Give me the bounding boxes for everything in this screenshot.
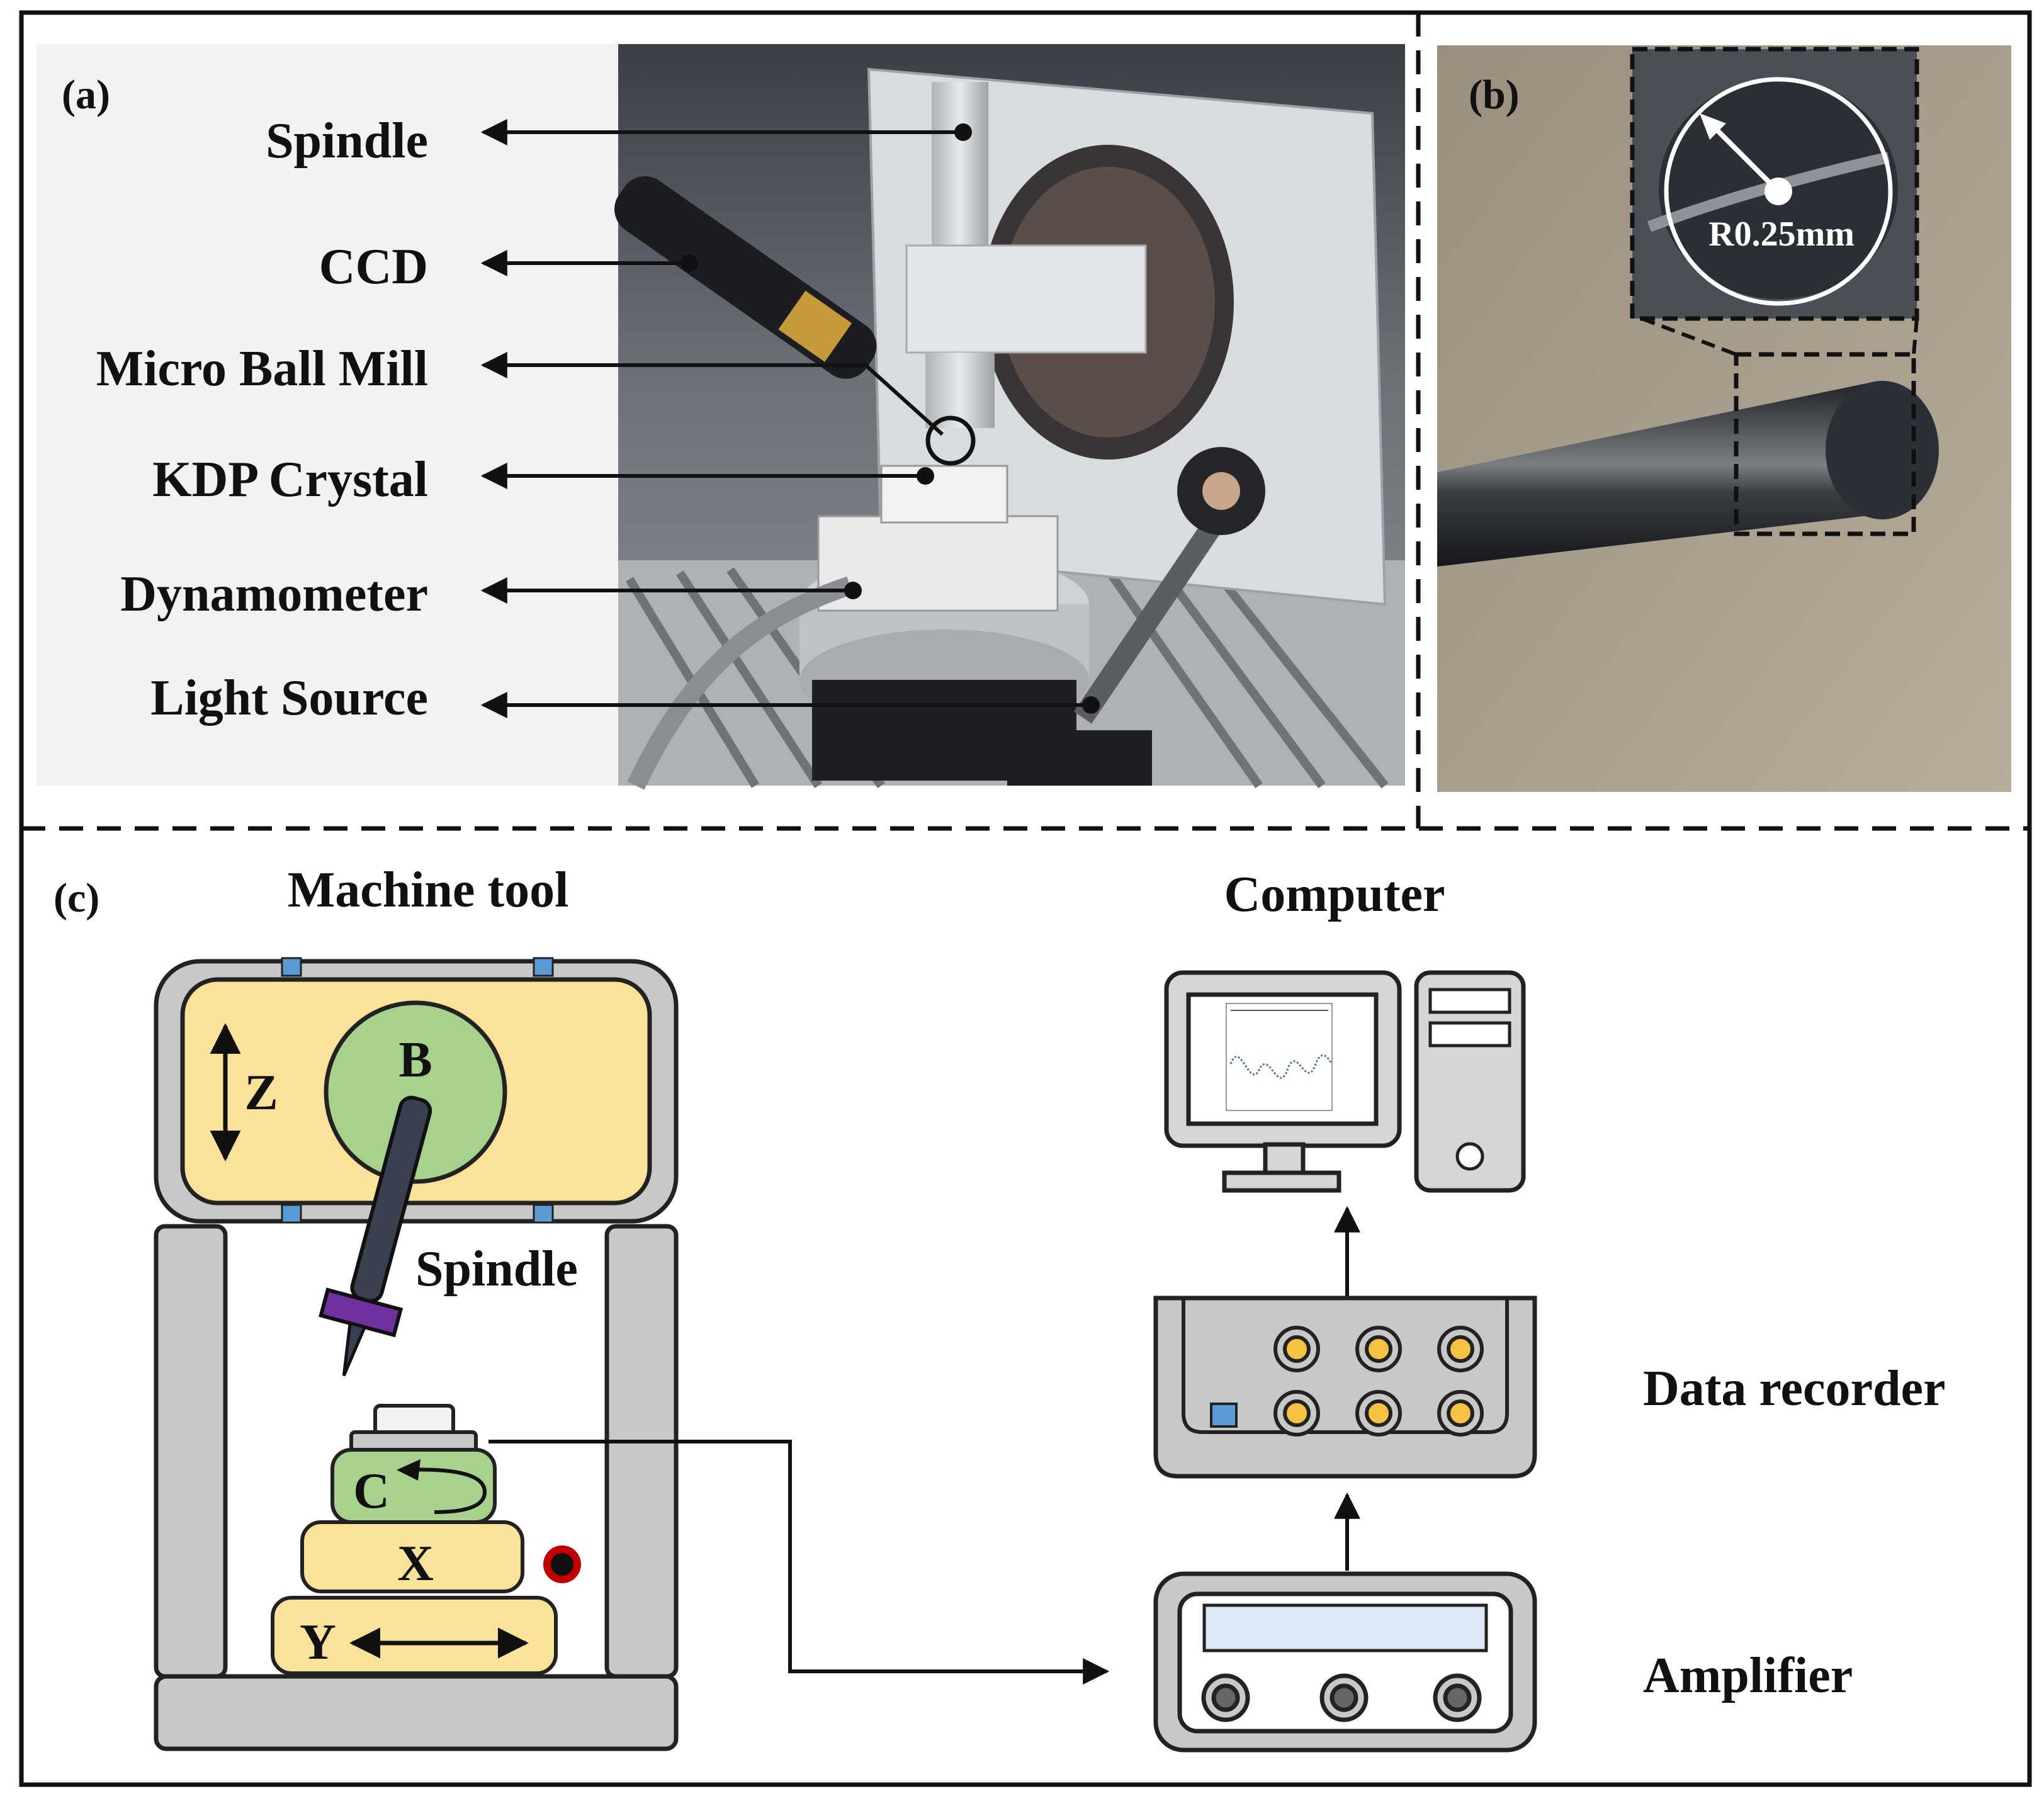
- computer-title: Computer: [1224, 867, 1445, 922]
- axis-y-label: Y: [300, 1615, 336, 1670]
- axis-b-label: B: [398, 1032, 432, 1088]
- panel-b: R0.25mm (b): [1437, 45, 2011, 792]
- zoom-region-box: [1734, 352, 1916, 536]
- panel-a-label: (a): [62, 72, 110, 118]
- panel-a: (a) Spindle CCD Micro Ball Mill KDP Crys…: [37, 44, 1405, 790]
- axis-c-label: C: [353, 1464, 390, 1519]
- axis-z-label: Z: [244, 1065, 278, 1121]
- callout-light-source: Light Source: [150, 670, 428, 726]
- machine-tool-title: Machine tool: [288, 862, 569, 918]
- micro-ball-mill-highlight: [925, 415, 976, 466]
- screen-plot: [1226, 1003, 1333, 1111]
- callout-dynamometer: Dynamometer: [120, 567, 428, 622]
- recorder-knobs: [1273, 1326, 1484, 1437]
- panel-c-label: (c): [54, 875, 99, 921]
- callout-ccd: CCD: [319, 239, 428, 295]
- computer-diagram: [1164, 970, 1526, 1193]
- signal-line: [488, 1440, 1110, 1685]
- panel-c: (c) Machine tool Computer Z B: [54, 862, 1946, 1753]
- tool-radius-label: R0.25mm: [1708, 215, 1855, 254]
- c-axis-rotation-arrow: [402, 1467, 487, 1514]
- spindle-label: Spindle: [415, 1241, 578, 1297]
- amplifier-label: Amplifier: [1643, 1648, 1853, 1703]
- amplifier-diagram: [1153, 1571, 1537, 1753]
- spindle-tool: [319, 1095, 432, 1377]
- callout-kdp-crystal: KDP Crystal: [152, 452, 428, 507]
- panel-b-label: (b): [1469, 72, 1520, 118]
- radius-arrow: [1707, 120, 1780, 193]
- data-recorder-label: Data recorder: [1643, 1361, 1946, 1416]
- data-recorder-diagram: [1153, 1296, 1537, 1479]
- axis-x-label: X: [397, 1536, 434, 1591]
- outer-frame: [19, 10, 2032, 1787]
- callout-micro-ball-mill: Micro Ball Mill: [96, 341, 428, 397]
- callout-spindle: Spindle: [266, 113, 428, 169]
- panel-a-label-bg: [37, 44, 618, 786]
- tool-radius-circle: [1664, 77, 1893, 306]
- machine-photo: [614, 44, 1405, 790]
- machine-tool-diagram: [154, 957, 679, 1751]
- leader-micro-ball-mill: [480, 352, 944, 436]
